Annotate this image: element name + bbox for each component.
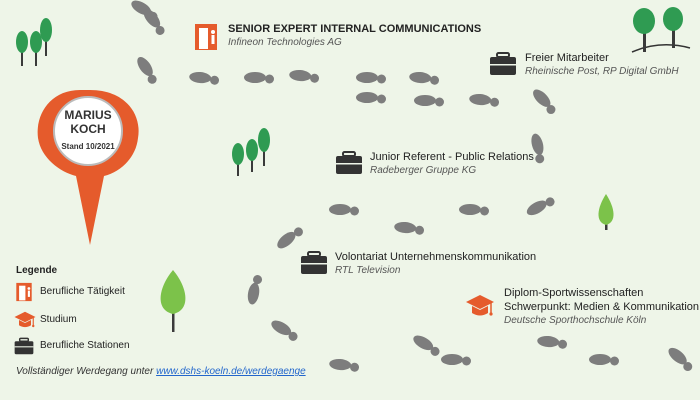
footprint	[408, 71, 440, 86]
door-icon	[16, 282, 32, 302]
footer: Vollständiger Werdegang unter www.dshs-k…	[16, 366, 306, 377]
pin-first-name: MARIUS	[64, 108, 112, 122]
footprint	[246, 273, 263, 306]
tree-group-top-left	[16, 18, 52, 66]
station-junior-referent: Junior Referent - Public Relations Radeb…	[370, 150, 534, 178]
tree-group-middle	[232, 128, 270, 176]
tree-group-top-right	[631, 7, 691, 53]
station-org: Infineon Technologies AG	[228, 37, 342, 48]
tree-icon	[663, 7, 683, 31]
footprint	[459, 204, 489, 216]
footprint	[441, 354, 471, 366]
briefcase-icon	[300, 251, 328, 275]
station-subtitle: Schwerpunkt: Medien & Kommunikation	[504, 301, 700, 313]
legend: Legende	[16, 265, 57, 276]
tree-icon	[246, 139, 258, 172]
legend-item-berufliche-stationen: Berufliche Stationen	[40, 340, 130, 351]
station-freier-mitarbeiter: Freier Mitarbeiter Rheinische Post, RP D…	[525, 51, 679, 79]
map-pin	[37, 90, 139, 245]
station-org: RTL Television	[335, 265, 401, 276]
tree-icon	[30, 31, 42, 66]
footprint	[468, 93, 500, 108]
footprint	[524, 193, 557, 219]
station-volontariat: Volontariat Unternehmenskommunikation RT…	[335, 250, 536, 278]
pin-last-name: KOCH	[70, 122, 106, 136]
tree-lower-left-light	[160, 270, 186, 332]
briefcase-icon	[335, 151, 363, 175]
footprint	[140, 6, 169, 37]
pin-status: Stand 10/2021	[61, 142, 115, 151]
footprint	[410, 332, 443, 358]
footprint	[356, 92, 386, 104]
station-title: Diplom-Sportwissenschaften	[504, 287, 644, 299]
graduation-cap-icon	[465, 294, 495, 317]
footprint	[328, 358, 360, 373]
footprint	[393, 221, 425, 236]
station-title: Junior Referent - Public Relations	[370, 151, 534, 163]
footprint	[589, 354, 619, 366]
footprint	[288, 69, 320, 84]
footprint	[356, 72, 386, 84]
footprint	[414, 95, 444, 107]
tree-icon	[40, 18, 52, 56]
station-senior-expert: SENIOR EXPERT INTERNAL COMMUNICATIONS In…	[228, 22, 481, 50]
footprint	[188, 71, 220, 86]
footprint	[536, 335, 568, 350]
station-title: SENIOR EXPERT INTERNAL COMMUNICATIONS	[228, 23, 482, 35]
door-icon	[195, 24, 217, 50]
footprint	[244, 72, 274, 84]
station-title: Freier Mitarbeiter	[525, 52, 609, 64]
tree-icon	[633, 8, 655, 34]
tree-icon	[16, 31, 28, 66]
legend-item-berufliche-taetigkeit: Berufliche Tätigkeit	[40, 286, 125, 297]
footprint	[665, 344, 696, 373]
footprint	[274, 223, 305, 252]
briefcase-icon	[489, 52, 517, 76]
tree-right-light	[598, 194, 614, 230]
footprint	[329, 204, 359, 216]
tree-icon	[258, 128, 270, 166]
werdegang-link[interactable]: www.dshs-koeln.de/werdegaenge	[156, 366, 306, 377]
footprint	[268, 317, 301, 343]
tree-icon	[232, 143, 244, 176]
station-diplom: Diplom-Sportwissenschaften Schwerpunkt: …	[504, 286, 699, 328]
station-org: Radeberger Gruppe KG	[370, 165, 477, 176]
legend-title: Legende	[16, 265, 58, 276]
station-title: Volontariat Unternehmenskommunikation	[335, 251, 537, 263]
legend-item-studium: Studium	[40, 314, 77, 325]
station-org: Rheinische Post, RP Digital GmbH	[525, 66, 679, 77]
footprint	[529, 86, 560, 116]
briefcase-icon	[13, 337, 35, 355]
footprint	[133, 54, 161, 86]
station-org: Deutsche Sporthochschule Köln	[504, 315, 647, 326]
footer-prefix: Vollständiger Werdegang unter	[16, 366, 157, 377]
graduation-cap-icon	[13, 311, 37, 328]
